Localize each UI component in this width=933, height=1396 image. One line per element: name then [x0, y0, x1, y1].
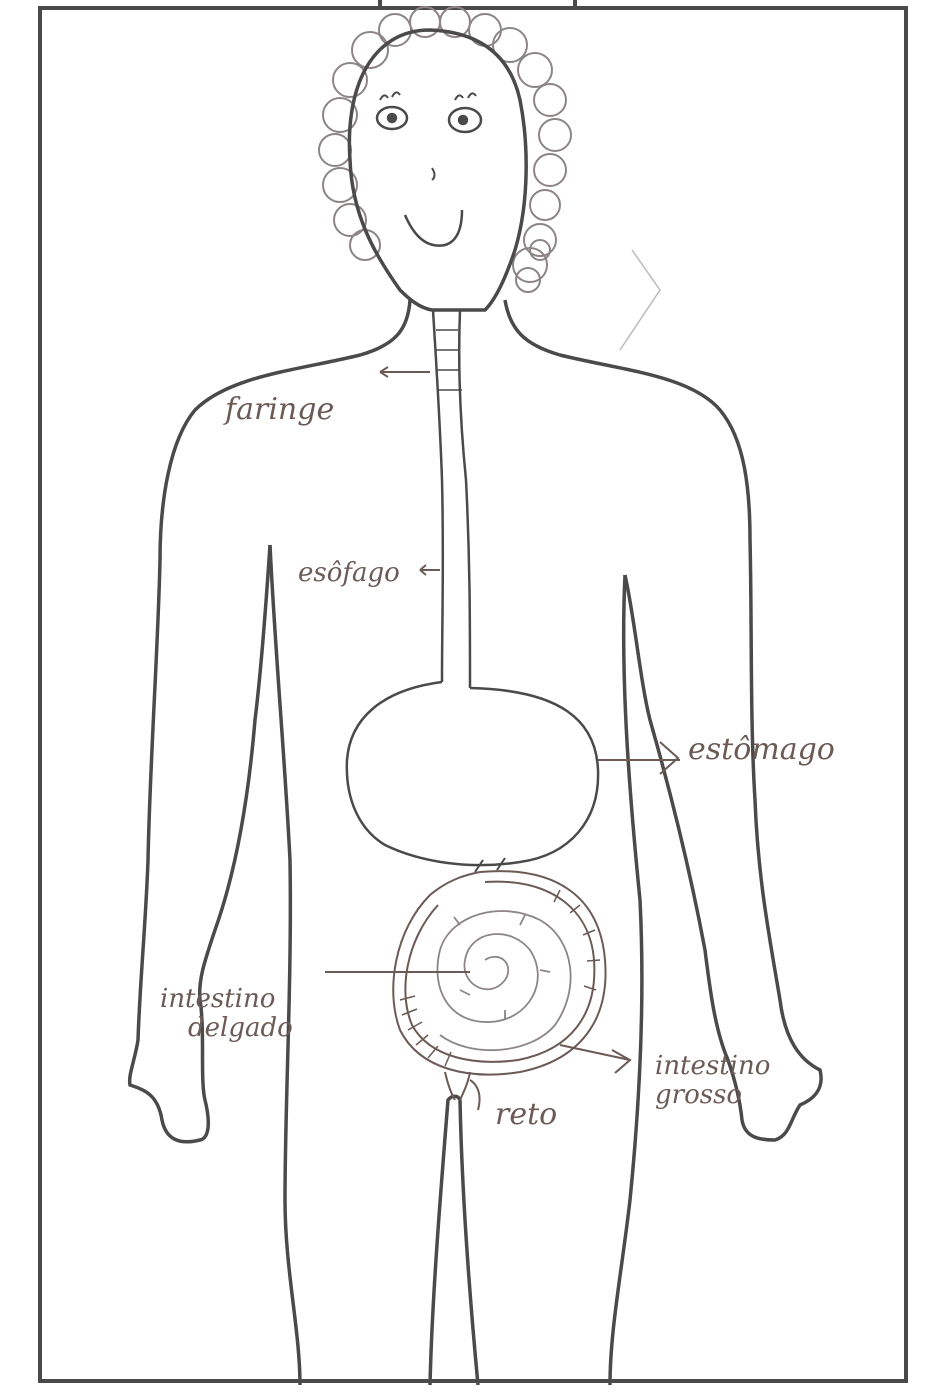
- pharynx-pointer: [380, 367, 430, 377]
- head: [349, 30, 526, 310]
- stray-mark: [620, 250, 660, 350]
- pharynx-tube: [433, 310, 443, 682]
- face: [377, 92, 481, 245]
- label-small-intestine-line1: intestino: [160, 985, 293, 1014]
- label-large-intestine-line2: grosso: [655, 1081, 770, 1110]
- stomach-shape: [347, 682, 598, 865]
- stomach-pointer: [598, 742, 680, 774]
- mouth: [405, 210, 462, 246]
- label-stomach: estômago: [688, 735, 835, 765]
- label-small-intestine: intestino delgado: [160, 985, 293, 1042]
- digestive-tract: [347, 310, 598, 872]
- rectum-pointer: [470, 1080, 480, 1110]
- hair: [319, 7, 571, 292]
- label-rectum: reto: [495, 1100, 557, 1130]
- page-frame: [40, 8, 906, 1381]
- label-large-intestine-line1: intestino: [655, 1052, 770, 1081]
- label-large-intestine: intestino grosso: [655, 1052, 770, 1109]
- body-outline: [130, 300, 821, 1385]
- large-intestine-pointer: [560, 1045, 630, 1073]
- label-esophagus: esôfago: [298, 560, 400, 586]
- crotch: [430, 1096, 478, 1385]
- small-intestine: [437, 911, 570, 1050]
- label-pharynx: faringe: [225, 395, 334, 425]
- nose: [432, 168, 435, 180]
- label-small-intestine-line2: delgado: [160, 1014, 293, 1043]
- esophagus-pointer: [420, 565, 440, 575]
